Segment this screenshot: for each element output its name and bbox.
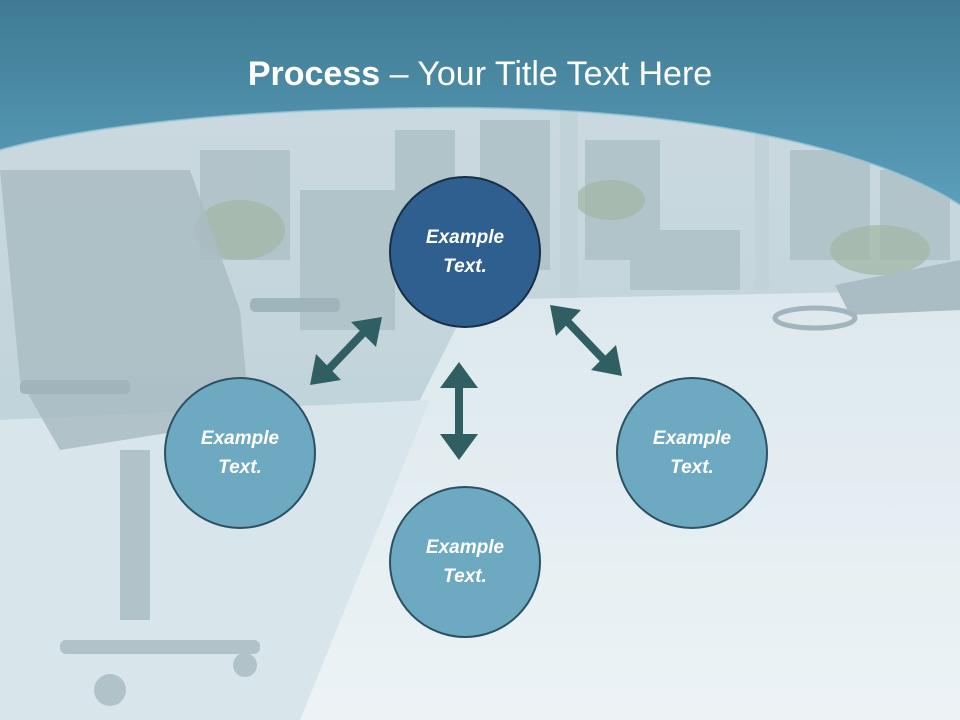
process-node-left-label: Example Text. [200, 428, 280, 478]
process-node-top-label: Example Text. [425, 227, 505, 277]
title-bold: Process [247, 55, 381, 93]
title-separator: – [380, 55, 418, 93]
title-rest: Your Title Text Here [417, 55, 713, 93]
process-node-right[interactable]: Example Text. [616, 377, 768, 529]
process-node-right-label: Example Text. [652, 428, 732, 478]
process-node-top[interactable]: Example Text. [389, 176, 541, 328]
slide-title: Process – Your Title Text Here [0, 52, 960, 96]
process-node-bottom-label: Example Text. [425, 537, 505, 587]
process-node-bottom[interactable]: Example Text. [389, 486, 541, 638]
process-node-left[interactable]: Example Text. [164, 377, 316, 529]
